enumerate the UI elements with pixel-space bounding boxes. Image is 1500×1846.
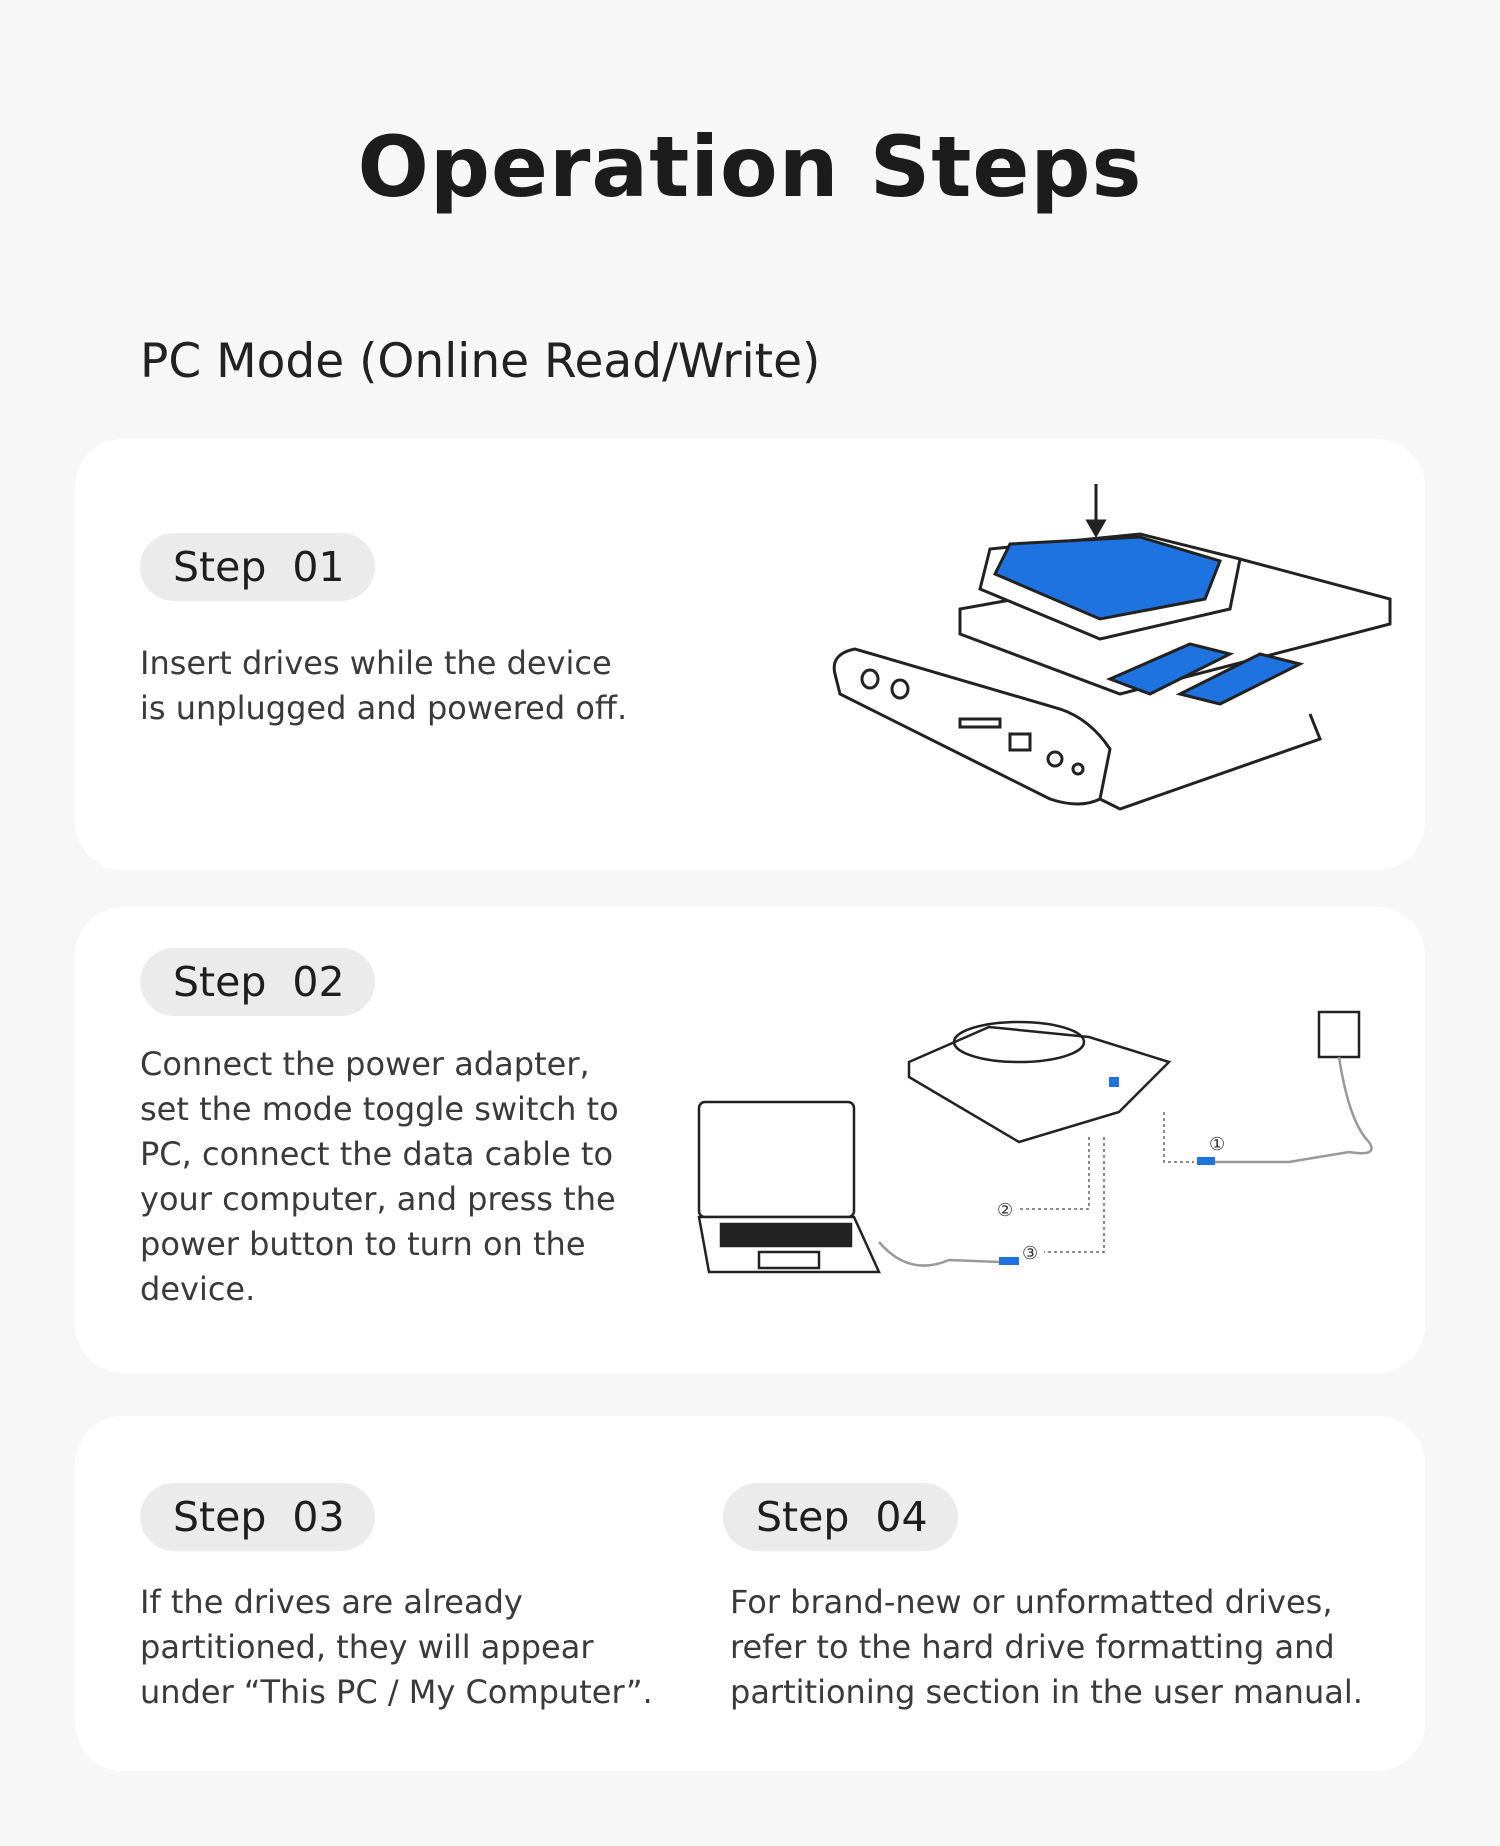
step-02-text: Connect the power adapter, set the mode …	[140, 1045, 619, 1308]
callout-3: ③	[1022, 1243, 1038, 1264]
step-03-badge: Step 03	[140, 1483, 375, 1551]
step-02-badge: Step 02	[140, 948, 375, 1016]
callout-1: ①	[1209, 1134, 1225, 1155]
insert-drive-illustration	[832, 484, 1392, 811]
step-01-badge: Step 01	[140, 533, 375, 601]
step-01-card: Step 01 Insert drives while the device i…	[75, 439, 1425, 870]
connection-illustration: ① ② ③	[697, 1010, 1373, 1274]
step-04-badge: Step 04	[723, 1483, 958, 1551]
section-subtitle: PC Mode (Online Read/Write)	[140, 334, 821, 389]
callout-2: ②	[997, 1200, 1013, 1221]
step-03-text: If the drives are already partitioned, t…	[140, 1583, 653, 1711]
page-title: Operation Steps	[357, 118, 1143, 216]
step-03-04-card: Step 03 If the drives are already partit…	[75, 1416, 1425, 1771]
step-02-card: Step 02 Connect the power adapter, set t…	[75, 907, 1425, 1373]
step-04-text: For brand-new or unformatted drives, ref…	[730, 1583, 1363, 1711]
step-01-text: Insert drives while the device is unplug…	[140, 644, 628, 727]
